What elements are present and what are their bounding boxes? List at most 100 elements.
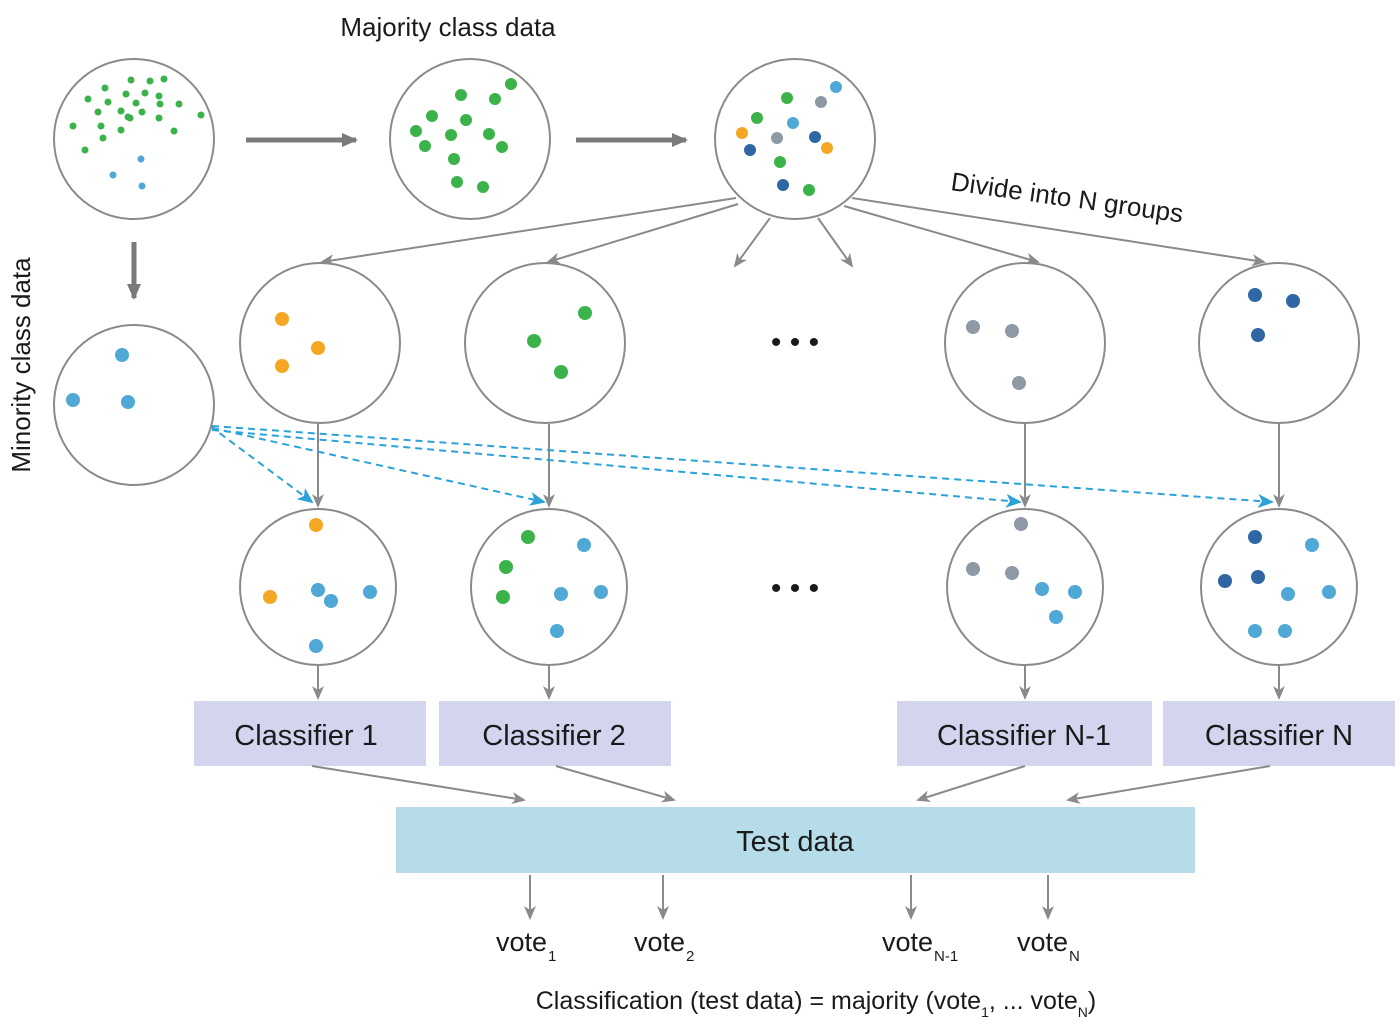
classifier-n1-label: Classifier N-1 [937, 720, 1111, 752]
test-data-box: Test data [396, 807, 1195, 873]
circles-layer [53, 58, 1360, 666]
original-data-circle-dot-green-5 [81, 146, 89, 154]
original-data-circle-dot-green-13 [146, 77, 154, 85]
original-data-circle-dot-green-19 [138, 108, 146, 116]
combined-2-circle-dot-light_blue-4 [554, 587, 568, 601]
combined-1-circle-dot-orange-1 [263, 590, 277, 604]
group-2-circle-outline [464, 262, 626, 424]
classifier-1-label: Classifier 1 [234, 720, 377, 752]
vote-2: vote2 [634, 927, 694, 965]
original-data-circle-dot-green-9 [127, 76, 135, 84]
test-to-vote-arrows [524, 875, 1054, 920]
combined-2-circle [470, 508, 628, 666]
original-data-circle-dot-green-7 [99, 134, 107, 142]
combined-n-circle-dot-dark_blue-0 [1248, 530, 1262, 544]
original-data-circle-dot-green-14 [155, 92, 163, 100]
majority-class-circle-dot-green-11 [451, 176, 463, 188]
classifier-2-rect [439, 701, 671, 766]
combined-n1-circle-dot-gray-2 [1005, 566, 1019, 580]
divide-arrow-5 [843, 205, 1040, 265]
classifier-1-box: Classifier 1 [194, 701, 426, 766]
classifier-n1-box: Classifier N-1 [897, 701, 1152, 766]
group-2-circle-dot-green-2 [554, 365, 568, 379]
mixed-data-circle-outline [714, 58, 876, 220]
mixed-data-circle-dot-light_blue-2 [830, 81, 842, 93]
combined-1-circle-dot-light_blue-2 [311, 583, 325, 597]
original-data-circle-dot-green-17 [197, 111, 205, 119]
divide-arrow-2 [546, 203, 739, 265]
combined-n-circle-dot-dark_blue-2 [1218, 574, 1232, 588]
combined-1-circle-dot-light_blue-3 [324, 594, 338, 608]
mixed-data-circle-dot-green-10 [774, 156, 786, 168]
combined-n-circle [1200, 508, 1358, 666]
group-n-circle [1198, 262, 1360, 424]
classifier-n-label: Classifier N [1205, 720, 1353, 752]
test-data-label: Test data [736, 826, 855, 858]
majority-class-circle [389, 58, 551, 220]
formula-sub-n: N [1078, 1004, 1088, 1020]
combined-2-circle-dot-light_blue-6 [550, 624, 564, 638]
vote-1-base: vote [496, 927, 547, 957]
vote-2-base: vote [634, 927, 685, 957]
original-data-circle-outline [53, 58, 215, 220]
majority-class-circle-dot-green-6 [445, 129, 457, 141]
group-1-circle [239, 262, 401, 424]
classifier-2-box: Classifier 2 [439, 701, 671, 766]
classifierN-to-test [1066, 765, 1271, 804]
classifier-1-rect [194, 701, 426, 766]
formula-prefix: Classification (test data) = majority (v… [536, 987, 981, 1015]
majority-class-circle-dot-green-0 [455, 89, 467, 101]
group-2-circle-dot-green-1 [527, 334, 541, 348]
original-data-circle-dot-light_blue-27 [138, 182, 146, 190]
combined-2-circle-dot-light_blue-5 [594, 585, 608, 599]
combined-n1-circle-dot-light_blue-5 [1049, 610, 1063, 624]
combined-n1-circle-dot-light_blue-3 [1035, 582, 1049, 596]
mixed-data-circle-dot-green-12 [803, 184, 815, 196]
combined-n-circle-dot-light_blue-5 [1322, 585, 1336, 599]
minority-class-circle-dot-light_blue-2 [121, 395, 135, 409]
combined-n-circle-dot-light_blue-1 [1305, 538, 1319, 552]
divide-arrow-3 [733, 217, 771, 268]
minority-class-label: Minority class data [6, 257, 36, 473]
ellipsis-row-1: • • • [771, 326, 819, 359]
majority-class-circle-dot-green-4 [460, 114, 472, 126]
mixed-data-circle-dot-green-3 [751, 112, 763, 124]
original-data-circle-dot-green-0 [69, 122, 77, 130]
group-1-circle-dot-orange-0 [275, 312, 289, 326]
majority-class-circle-dot-green-2 [505, 78, 517, 90]
classifier-to-test-arrows [311, 765, 1271, 805]
mixed-data-circle-dot-dark_blue-8 [744, 144, 756, 156]
mixed-data-circle [714, 58, 876, 220]
minority-dashed-arrow-4 [211, 425, 1274, 508]
group-to-combined-arrows [312, 424, 1285, 508]
combined-n1-circle-dot-gray-0 [1014, 517, 1028, 531]
group-2-circle-dot-green-0 [578, 306, 592, 320]
group-n1-circle-outline [944, 262, 1106, 424]
original-data-circle-dot-green-10 [122, 90, 130, 98]
test-data-rect [396, 807, 1195, 873]
vote-n1: voteN-1 [882, 927, 958, 965]
vote-n1-base: vote [882, 927, 933, 957]
original-data-circle-dot-green-11 [132, 99, 140, 107]
combined-n-circle-dot-dark_blue-3 [1251, 570, 1265, 584]
majority-class-circle-dot-green-12 [477, 181, 489, 193]
combined-n1-circle [946, 508, 1104, 666]
original-data-circle-dot-green-23 [170, 127, 178, 135]
vote-n-sub: N [1069, 948, 1080, 965]
majority-class-circle-dot-green-10 [448, 153, 460, 165]
majority-class-label: Majority class data [340, 12, 556, 42]
combined-2-circle-dot-green-2 [499, 560, 513, 574]
vote-1-sub: 1 [548, 948, 556, 965]
divide-arrow-4 [817, 217, 854, 268]
combined-1-circle-dot-light_blue-4 [363, 585, 377, 599]
combined-n-circle-dot-light_blue-7 [1278, 624, 1292, 638]
original-data-circle-dot-green-3 [104, 98, 112, 106]
vote-2-sub: 2 [686, 948, 694, 965]
mixed-data-circle-dot-orange-9 [821, 142, 833, 154]
original-data-circle-dot-light_blue-25 [137, 155, 145, 163]
group-n-circle-outline [1198, 262, 1360, 424]
original-data-circle-dot-green-21 [124, 113, 132, 121]
combined-to-classifier-arrows [312, 666, 1285, 700]
original-data-circle-dot-green-4 [94, 108, 102, 116]
